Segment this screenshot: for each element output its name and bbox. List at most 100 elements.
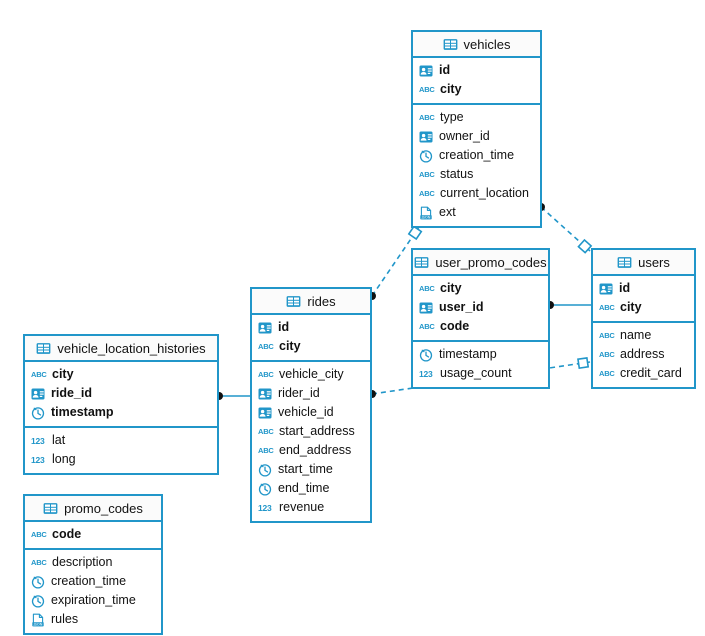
field-name: expiration_time [51, 593, 136, 608]
id-card-icon [258, 406, 272, 420]
field-name: creation_time [51, 574, 127, 589]
clock-icon [419, 348, 433, 362]
field-row[interactable]: owner_id [413, 127, 540, 146]
field-name: creation_time [439, 148, 515, 163]
table-grid-icon [43, 501, 58, 516]
field-name: code [440, 319, 470, 334]
field-row[interactable]: vehicle_id [252, 403, 370, 422]
field-name: revenue [279, 500, 325, 515]
field-name: city [440, 82, 462, 97]
field-name: rules [51, 612, 79, 627]
field-row[interactable]: creation_time [413, 146, 540, 165]
clock-icon [258, 482, 272, 496]
123-number-icon: 123 [419, 368, 433, 379]
field-row[interactable]: 123 revenue [252, 498, 370, 517]
field-row[interactable]: start_time [252, 460, 370, 479]
edge-target-square [407, 225, 423, 241]
field-row[interactable]: creation_time [25, 572, 161, 591]
table-header[interactable]: rides [252, 289, 370, 315]
relationship-vehicle_location_histories-to-rides[interactable] [215, 392, 250, 400]
field-row[interactable]: id [413, 61, 540, 80]
abc-text-icon: ABC [31, 529, 47, 539]
field-name: city [279, 339, 301, 354]
field-name: id [439, 63, 451, 78]
table-header[interactable]: user_promo_codes [413, 250, 548, 276]
field-row[interactable]: rider_id [252, 384, 370, 403]
field-row[interactable]: end_time [252, 479, 370, 498]
field-row[interactable]: id [252, 318, 370, 337]
field-name: ext [439, 205, 456, 220]
field-row[interactable]: ride_id [25, 384, 217, 403]
field-name: owner_id [439, 129, 490, 144]
json-document-icon: JSON [419, 206, 433, 220]
table-grid-icon [443, 37, 458, 52]
field-row[interactable]: id [593, 279, 694, 298]
svg-text:JSON: JSON [33, 622, 43, 626]
id-card-icon [258, 387, 272, 401]
table-header[interactable]: vehicle_location_histories [25, 336, 217, 362]
field-row[interactable]: timestamp [413, 345, 548, 364]
field-name: city [440, 281, 462, 296]
json-document-icon: JSON [31, 613, 45, 627]
table-name: user_promo_codes [435, 254, 547, 270]
relationship-vehicles-to-users[interactable] [537, 203, 593, 254]
table-header[interactable]: vehicles [413, 32, 540, 58]
field-name: user_id [439, 300, 484, 315]
field-name: timestamp [439, 347, 497, 362]
table-name: vehicle_location_histories [57, 340, 206, 356]
relationship-user_promo_codes-to-users[interactable] [546, 301, 591, 309]
field-row[interactable]: user_id [413, 298, 548, 317]
field-name: ride_id [51, 386, 92, 401]
123-number-icon: 123 [258, 502, 272, 513]
id-card-icon [419, 64, 433, 78]
edge-target-square [577, 238, 593, 254]
field-row[interactable]: JSON ext [413, 203, 540, 222]
abc-text-icon: ABC [419, 283, 435, 293]
table-header[interactable]: users [593, 250, 694, 276]
field-name: vehicle_city [279, 367, 344, 382]
field-name: code [52, 527, 82, 542]
field-name: end_time [278, 481, 330, 496]
123-number-icon: 123 [31, 454, 45, 465]
field-row[interactable]: timestamp [25, 403, 217, 422]
field-row[interactable]: ABC city [413, 279, 548, 298]
edge-target-square [577, 357, 590, 370]
field-row[interactable]: JSON rules [25, 610, 161, 629]
field-row[interactable]: ABC code [25, 525, 161, 544]
clock-icon [258, 463, 272, 477]
field-name: address [620, 347, 665, 362]
field-row[interactable]: expiration_time [25, 591, 161, 610]
field-name: current_location [440, 186, 529, 201]
table-header[interactable]: promo_codes [25, 496, 161, 522]
field-name: rider_id [278, 386, 320, 401]
table-name: vehicles [463, 36, 511, 52]
